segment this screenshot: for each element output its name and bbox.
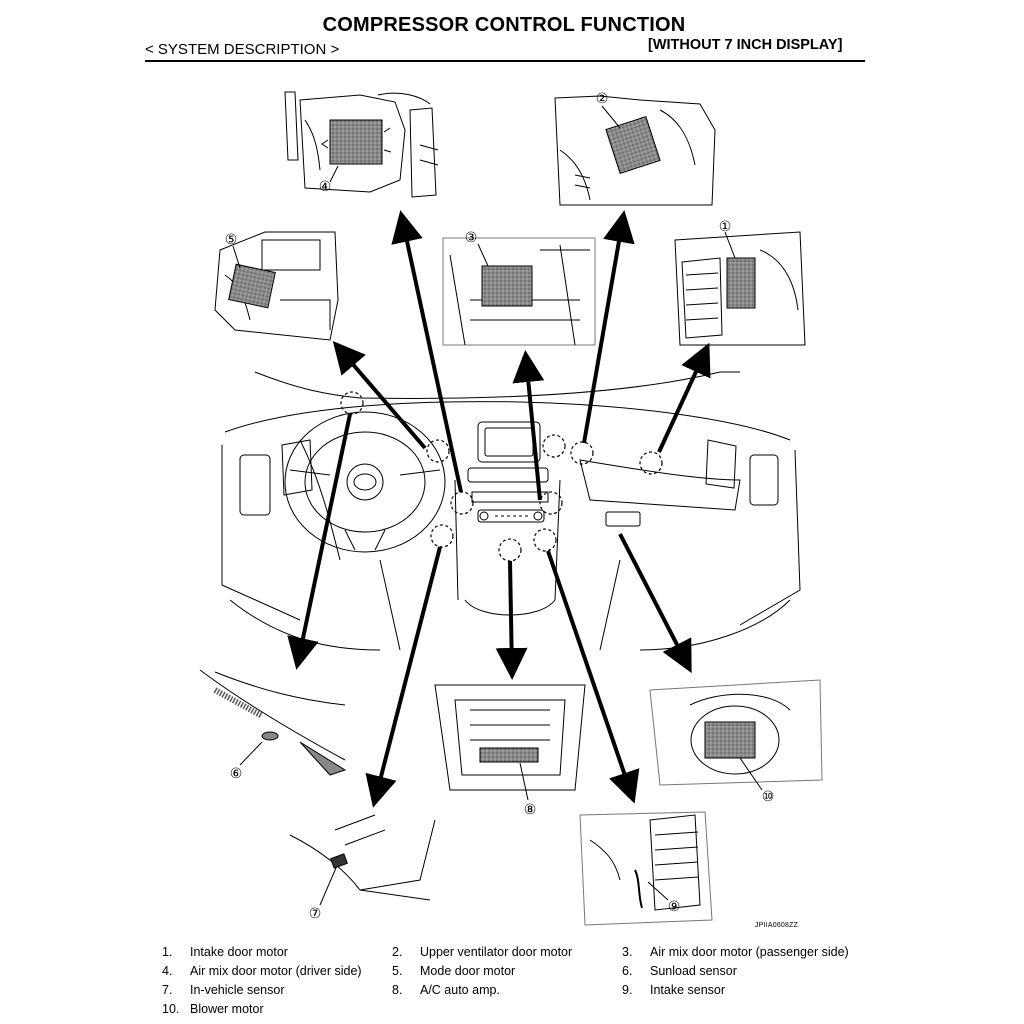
inset-upper-ventilator-door-motor [554,95,716,206]
legend-item-10: 10.Blower motor [162,1002,264,1016]
variant-tag: [WITHOUT 7 INCH DISPLAY] [648,37,843,53]
legend-item-5: 5.Mode door motor [392,964,516,978]
legend-item-1: 1.Intake door motor [162,945,288,959]
legend-item-8: 8.A/C auto amp. [392,983,500,997]
figure-code: JPIIA0608ZZ [755,922,799,929]
marker-8: ⑧ [524,801,537,817]
inset-air-mix-door-motor-driver [284,91,439,198]
header-rule [145,60,865,62]
inset-mode-door-motor [214,231,339,341]
legend-item-6: 6.Sunload sensor [622,964,737,978]
marker-1: ① [719,218,732,234]
inset-air-mix-door-motor-passenger [442,237,596,346]
marker-3: ③ [465,229,478,245]
locator-circles [340,391,663,562]
legend-item-4: 4.Air mix door motor (driver side) [162,964,362,978]
leader-arrows [287,210,711,808]
inset-intake-sensor [579,811,713,926]
legend-item-3: 3.Air mix door motor (passenger side) [622,945,849,959]
legend-item-7: 7.In-vehicle sensor [162,983,285,997]
inset-blower-motor [649,679,823,791]
marker-7: ⑦ [309,905,322,921]
marker-10: ⑩ [762,788,775,804]
inset-intake-door-motor [674,231,806,346]
inset-in-vehicle-sensor [289,814,436,906]
marker-9: ⑨ [668,898,681,914]
inset-ac-auto-amp [434,684,586,801]
legend-item-9: 9.Intake sensor [622,983,726,997]
legend-item-2: 2.Upper ventilator door motor [392,945,573,959]
marker-4: ④ [319,178,332,194]
inset-sunload-sensor [199,669,347,776]
marker-2: ② [596,90,609,106]
marker-5: ⑤ [225,231,238,247]
page-title: COMPRESSOR CONTROL FUNCTION [322,14,686,36]
marker-6: ⑥ [230,765,243,781]
section-breadcrumb: < SYSTEM DESCRIPTION > [145,41,340,58]
